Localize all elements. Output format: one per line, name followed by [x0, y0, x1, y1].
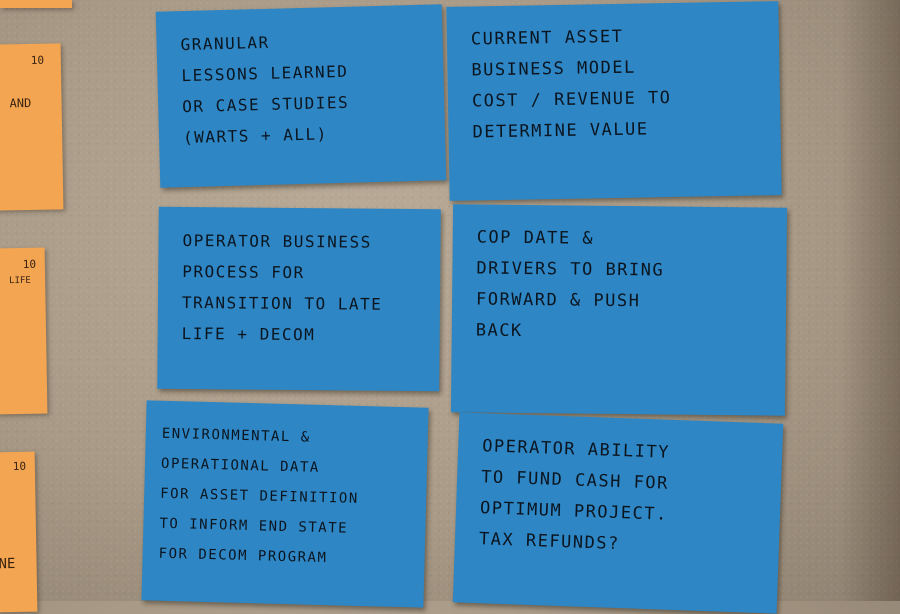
sticky-note-granular-lessons: Granular Lessons Learned or Case Studies…	[155, 4, 447, 188]
orange-sticky-note-2: 10 LIFE	[0, 247, 48, 415]
sticky-note-operator-business: Operator Business Process for Transition…	[157, 206, 441, 392]
orange-note-number: 10	[30, 53, 45, 67]
orange-note-number: 10	[22, 257, 37, 271]
orange-note-text: LIFE	[9, 275, 31, 287]
board-shadow-edge	[840, 0, 900, 601]
sticky-note-cop-date: COP date & Drivers to bring forward & pu…	[450, 204, 788, 416]
orange-sticky-note-1: 10 AND	[0, 43, 64, 211]
orange-sticky-note-top-strip	[0, 0, 72, 8]
sticky-note-current-asset: Current Asset Business Model cost / reve…	[446, 1, 782, 201]
orange-note-text: NE	[0, 555, 16, 573]
orange-note-text: AND	[9, 95, 32, 111]
sticky-note-operator-ability: Operator ability to fund cash for optimu…	[452, 412, 784, 614]
orange-sticky-note-3: 10 NE	[0, 451, 38, 613]
sticky-note-environmental-data: Environmental & Operational Data for Ass…	[141, 400, 429, 608]
orange-note-number: 10	[12, 459, 27, 474]
